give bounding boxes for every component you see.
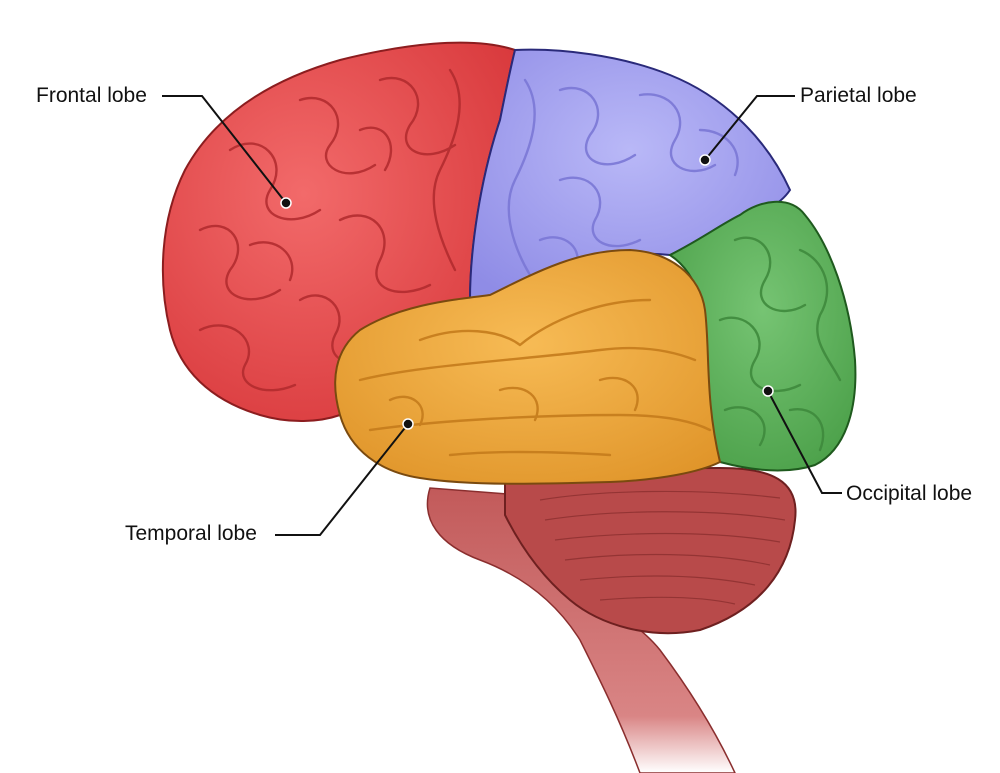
parietal-leader-line: [704, 95, 795, 161]
temporal-leader-line: [275, 423, 409, 536]
occipital-leader-line: [767, 390, 842, 494]
temporal-gyri: [358, 298, 712, 457]
temporal-lobe: [334, 248, 722, 485]
frontal-lobe-label: Frontal lobe: [36, 84, 147, 107]
parietal-pointer-dot: [699, 154, 711, 166]
temporal-pointer-dot: [402, 418, 414, 430]
leader-dots: [280, 154, 774, 430]
frontal-gyri: [198, 68, 461, 392]
cerebellum-folia: [539, 490, 786, 605]
occipital-gyri: [718, 236, 842, 452]
frontal-pointer-dot: [280, 197, 292, 209]
leader-lines: [162, 95, 842, 536]
parietal-gyri: [507, 78, 739, 277]
frontal-leader-line: [162, 95, 287, 204]
temporal-lobe-label: Temporal lobe: [125, 522, 257, 545]
occipital-pointer-dot: [762, 385, 774, 397]
parietal-lobe-label: Parietal lobe: [800, 84, 917, 107]
occipital-lobe-label: Occipital lobe: [846, 482, 973, 505]
cerebellum: [504, 466, 797, 635]
